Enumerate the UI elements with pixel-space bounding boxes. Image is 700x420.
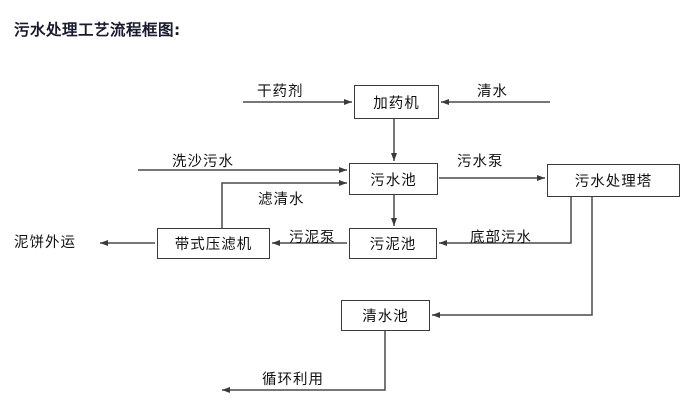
connector-tower-to-clear-water-pool: [432, 197, 593, 319]
node-label: 污泥池: [369, 237, 417, 253]
terminal-mud-cake-transport: 泥饼外运: [14, 235, 76, 251]
edge-label-sewage-pump: 污水泵: [457, 154, 504, 170]
edge-label-recycle-reuse: 循环利用: [262, 372, 324, 388]
edge-label-bottom-sewage: 底部污水: [470, 230, 532, 246]
node-label: 加药机: [373, 95, 420, 112]
node-sludge-pool[interactable]: 污泥池: [349, 228, 437, 259]
node-label: 污水池: [370, 172, 417, 189]
node-treatment-tower[interactable]: 污水处理塔: [547, 164, 680, 197]
node-clear-water-pool[interactable]: 清水池: [341, 300, 430, 331]
node-label: 清水池: [362, 309, 409, 325]
edge-label-dry-chemical: 干药剂: [257, 84, 304, 100]
edge-label-clean-water: 清水: [477, 84, 508, 100]
node-label: 带式压滤机: [174, 237, 253, 253]
edge-label-sand-wash-sewage: 洗沙污水: [172, 154, 234, 170]
page-title: 污水处理工艺流程框图:: [14, 21, 181, 39]
node-belt-filter-press[interactable]: 带式压滤机: [157, 228, 270, 259]
node-wastewater-pool[interactable]: 污水池: [349, 163, 438, 195]
node-label: 污水处理塔: [574, 174, 653, 190]
edge-label-filtered-water: 滤清水: [258, 192, 305, 208]
edge-label-sludge-pump: 污泥泵: [289, 230, 336, 246]
node-dosing-machine[interactable]: 加药机: [354, 85, 439, 119]
